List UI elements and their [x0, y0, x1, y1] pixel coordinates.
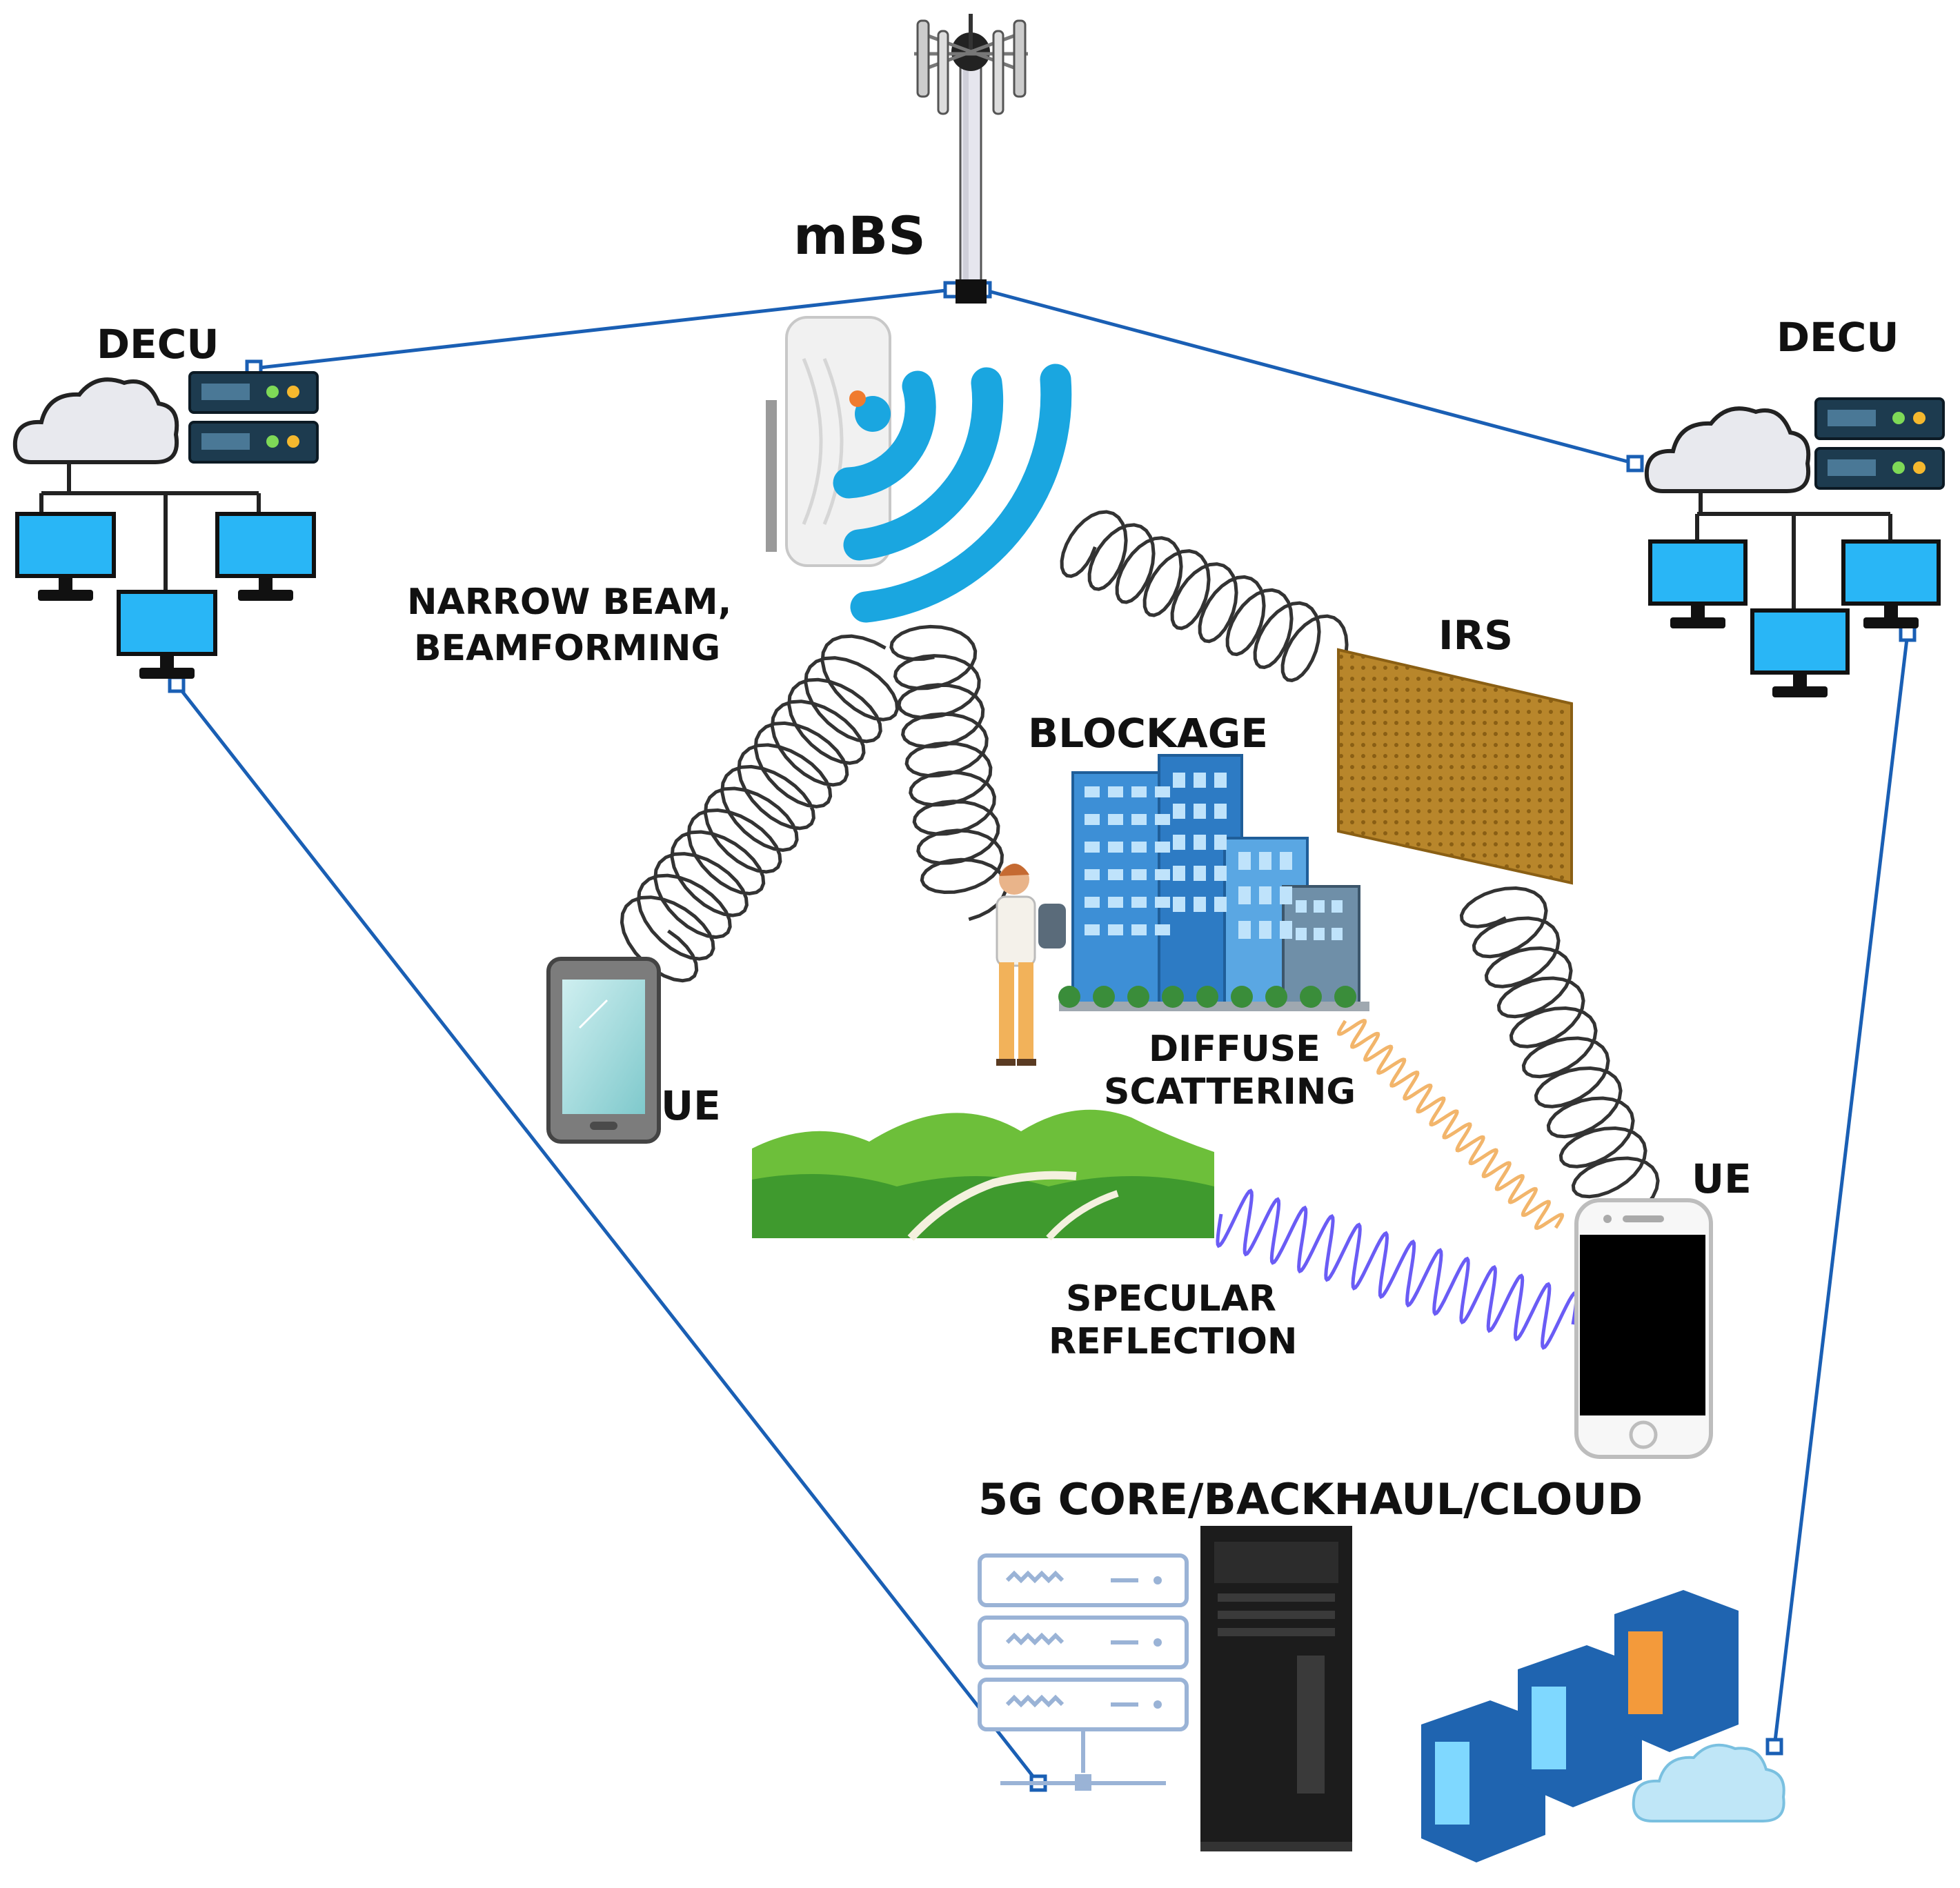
specular-label-line1: SPECULAR [1066, 1278, 1276, 1320]
link-decu-left-to-mbs [253, 288, 953, 370]
link-decu-right-to-cloud [1772, 633, 1910, 1747]
link-mbs-to-decu-right [982, 288, 1636, 466]
backhaul-links [175, 288, 1910, 1785]
narrow-beam-label-line2: BEAMFORMING [414, 628, 721, 669]
core-label: 5G CORE/BACKHAUL/CLOUD [978, 1474, 1643, 1524]
mbs-label: mBS [793, 205, 926, 266]
cloud-icon [1644, 406, 1811, 493]
wifi-signal-icon [833, 364, 1072, 623]
link-decu-left-to-core [175, 683, 1040, 1785]
landscape-icon [752, 1109, 1214, 1242]
irs-panel-icon [1337, 648, 1573, 885]
smartphone-icon [1574, 1198, 1713, 1459]
datacenter-icon [1421, 1590, 1785, 1862]
monitor-icon [1750, 608, 1850, 697]
narrow-beam-label-line1: NARROW BEAM, [407, 582, 732, 623]
monitor-icon [117, 590, 217, 679]
tower-server-icon [1200, 1526, 1352, 1851]
server-rack-icon [188, 371, 319, 464]
cloud-icon [12, 377, 179, 464]
wall-antenna-icon [766, 316, 891, 567]
server-rack-icon [1814, 397, 1945, 490]
monitor-icon [1841, 539, 1941, 628]
antenna-tower-icon [914, 14, 1028, 304]
irs-label: IRS [1438, 612, 1514, 659]
rack-server-icon [978, 1553, 1189, 1791]
decu-right-cluster [1644, 397, 1945, 697]
monitor-icon [1648, 539, 1748, 628]
wave-specular [1216, 1189, 1578, 1350]
monitor-icon [215, 512, 316, 601]
ue-right-label: UE [1692, 1155, 1752, 1202]
decu-left-cluster [12, 371, 319, 679]
wave-irs-to-ue-right [1459, 886, 1660, 1220]
monitor-icon [15, 512, 116, 601]
ue-left-label: UE [661, 1082, 721, 1129]
signal-waves [620, 510, 1660, 1350]
diffuse-label-line1: DIFFUSE [1149, 1029, 1320, 1070]
blockage-label: BLOCKAGE [1028, 710, 1269, 757]
wave-beam-to-irs [1060, 510, 1349, 682]
specular-label-line2: REFLECTION [1049, 1321, 1298, 1362]
building-icon [1058, 754, 1369, 1011]
person-icon [996, 863, 1066, 1066]
wave-beam-down [889, 624, 1008, 922]
decu-left-label: DECU [97, 321, 219, 368]
wave-beam-to-ue-left [620, 634, 900, 983]
smartphone-icon [546, 957, 661, 1144]
decu-right-label: DECU [1776, 314, 1899, 361]
wave-diffuse [1336, 1018, 1565, 1231]
diffuse-label-line2: SCATTERING [1104, 1071, 1356, 1113]
